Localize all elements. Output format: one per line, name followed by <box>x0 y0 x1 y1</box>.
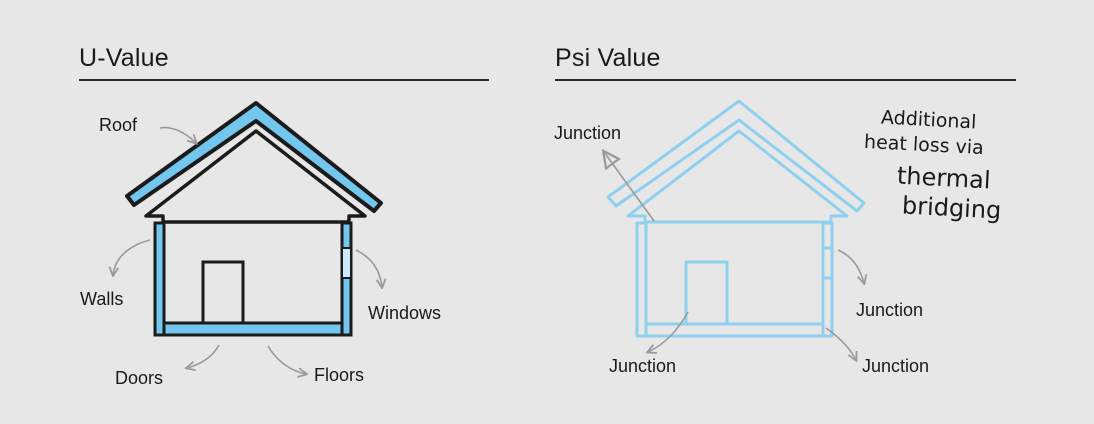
u-value-title: U-Value <box>79 44 169 72</box>
junction-window-arrow-icon <box>837 249 864 283</box>
u-value-house-icon <box>125 101 383 337</box>
u-value-arrows <box>113 126 382 374</box>
note-line-4: bridging <box>901 191 1003 225</box>
windows-label: Windows <box>368 303 442 323</box>
floor-insulation <box>162 321 344 337</box>
door <box>201 260 245 325</box>
junction-roof-arrow-icon <box>604 152 655 222</box>
psi-value-arrows <box>604 152 864 360</box>
junction-roof-label: Junction <box>554 123 622 143</box>
roof-inner-outline <box>144 129 367 224</box>
junction-floor-right-label: Junction <box>862 356 930 376</box>
floors-arrow-icon <box>267 345 306 374</box>
doors-label: Doors <box>115 368 164 388</box>
walls-arrow-icon <box>113 239 151 275</box>
roof-arrow-icon <box>159 126 196 143</box>
floors-label: Floors <box>314 365 365 385</box>
junction-floor-right-arrow-icon <box>825 327 856 360</box>
doors-arrow-icon <box>187 344 220 368</box>
psi-value-divider <box>555 79 1016 81</box>
psi-value-house-icon <box>606 99 866 338</box>
window-upper <box>343 248 350 278</box>
left-wall-insulation <box>153 221 166 337</box>
u-value-divider <box>79 79 489 81</box>
roof-label: Roof <box>99 115 138 135</box>
psi-value-title: Psi Value <box>555 44 661 72</box>
note-line-3: thermal <box>896 161 992 195</box>
junction-floor-left-label: Junction <box>609 356 677 376</box>
junction-window-label: Junction <box>856 300 924 320</box>
note-line-1: Additional <box>880 106 977 134</box>
windows-arrow-icon <box>355 249 382 287</box>
roof-insulation <box>125 101 383 213</box>
junction-floor-left-arrow-icon <box>648 311 689 352</box>
walls-label: Walls <box>80 289 124 309</box>
